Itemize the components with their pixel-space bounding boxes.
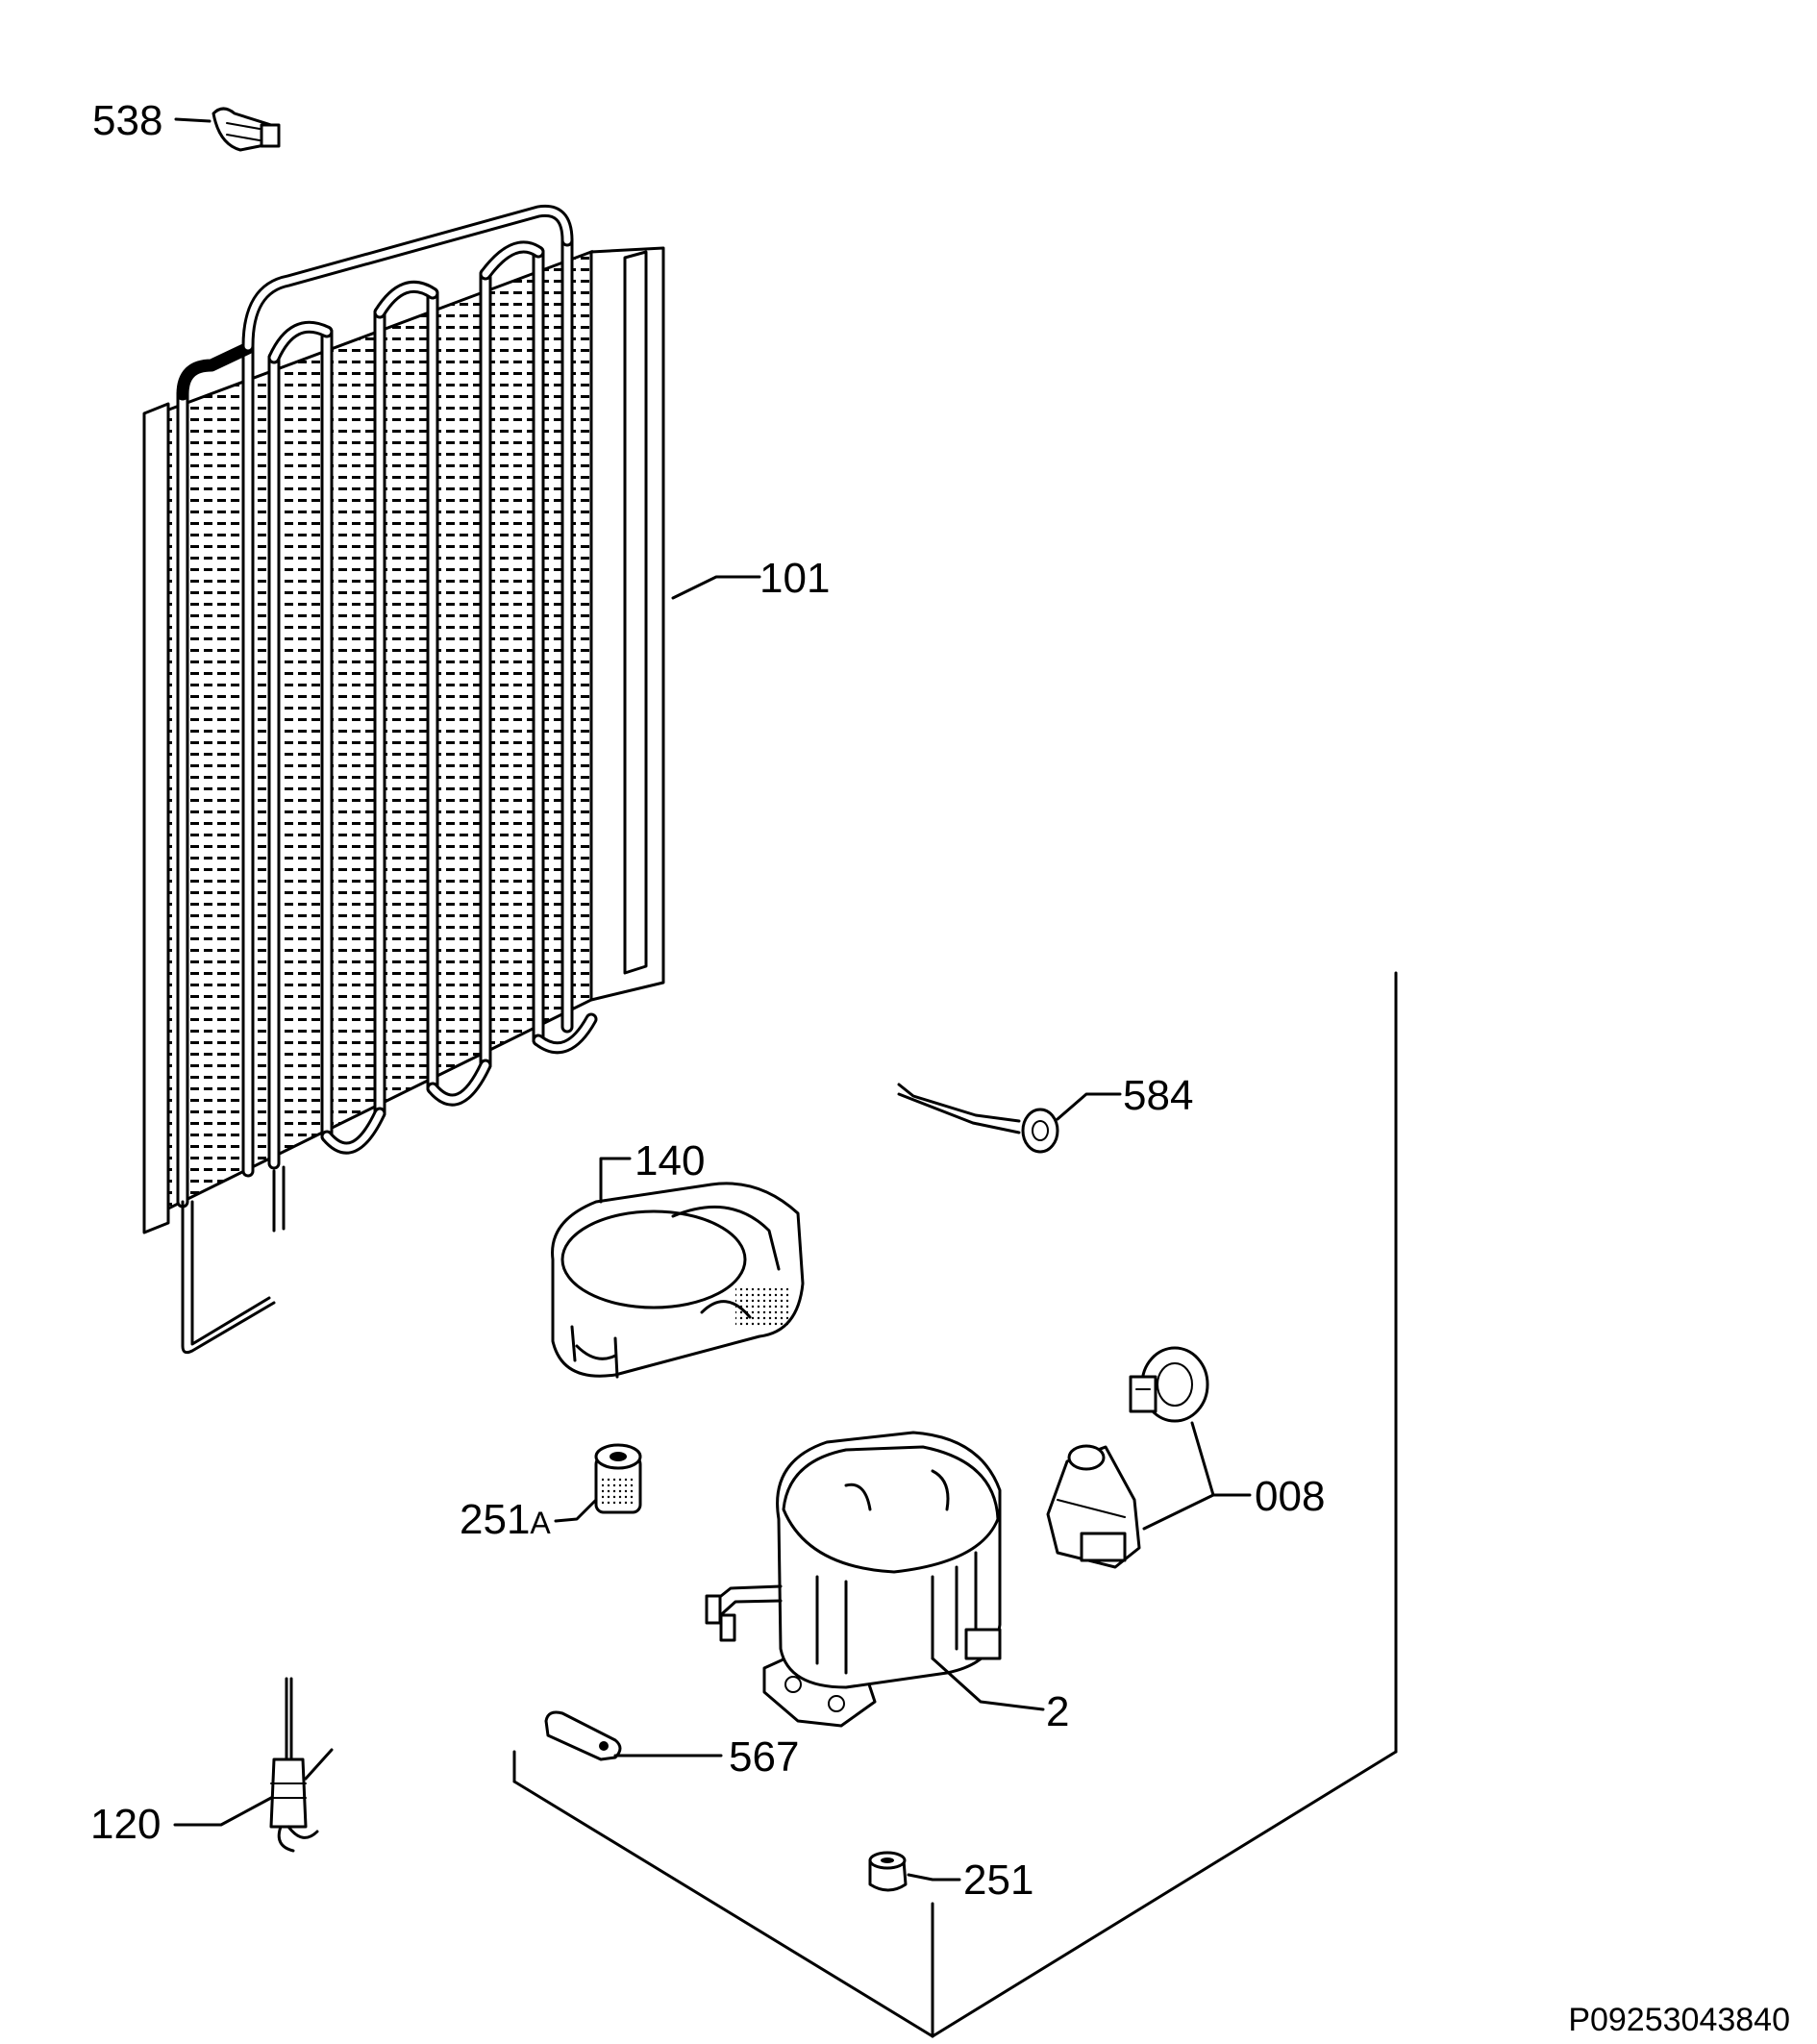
plug-part-538 [174, 107, 281, 152]
compressor-part-2 [705, 1431, 1045, 1728]
label-567: 567 [729, 1733, 799, 1781]
label-120: 120 [90, 1801, 161, 1848]
drip-tray-part-140 [551, 1157, 805, 1379]
label-008: 008 [1255, 1473, 1325, 1520]
label-538: 538 [92, 97, 162, 144]
grommet-part-251 [868, 1851, 961, 1892]
label-584: 584 [1123, 1072, 1193, 1119]
grommet-part-251A [554, 1443, 642, 1523]
label-101: 101 [759, 555, 830, 602]
condenser-part-101 [142, 204, 761, 1355]
label-140: 140 [635, 1137, 705, 1184]
label-251A: 251A [460, 1496, 551, 1543]
label-2: 2 [1046, 1688, 1069, 1735]
bracket-part-567 [544, 1710, 723, 1761]
sensor-part-584 [897, 1083, 1122, 1154]
relay-part-008 [1046, 1346, 1252, 1569]
cabinet-base-outline [512, 971, 1398, 2038]
label-251: 251 [963, 1857, 1033, 1904]
filter-part-120 [173, 1677, 334, 1853]
drawing-code: P09253043840 [1568, 2002, 1790, 2038]
